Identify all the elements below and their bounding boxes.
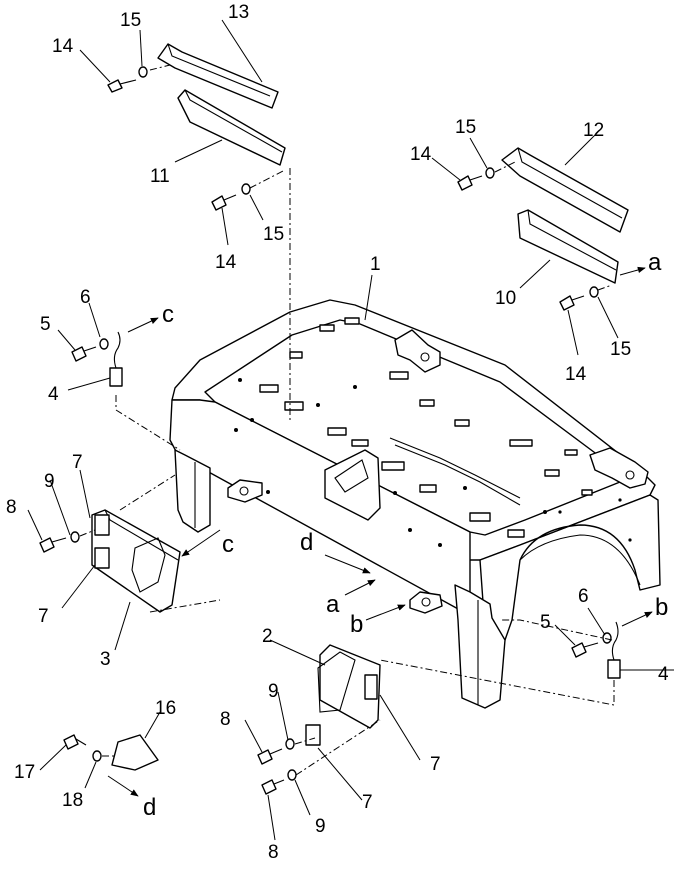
label-16: 16 [155,698,176,719]
label-6: 6 [578,586,589,607]
label-17: 17 [14,762,35,783]
ref-b: b [350,611,363,638]
cover-12 [501,147,629,284]
part-labels: 13 15 14 11 15 14 15 12 14 10 15 14 1 6 … [6,2,669,863]
label-13: 13 [228,2,249,23]
label-14: 14 [52,36,74,57]
ref-b: b [655,594,668,621]
leader-lines [27,19,674,841]
label-7: 7 [72,452,83,473]
label-9: 9 [315,816,326,837]
label-7: 7 [38,606,49,627]
ref-a: a [648,249,662,276]
label-4: 4 [48,384,59,405]
label-5: 5 [540,612,551,633]
reference-letters: c a c d a b b d [143,249,668,821]
label-11: 11 [150,166,170,187]
label-10: 10 [495,288,516,309]
label-18: 18 [62,790,83,811]
label-7: 7 [362,792,373,813]
label-3: 3 [100,649,111,670]
ref-d: d [143,794,156,821]
ref-c: c [222,531,234,558]
main-frame [169,299,661,709]
fasteners [39,66,621,795]
ref-a: a [326,591,340,618]
plate-16 [111,734,159,771]
label-5: 5 [40,314,51,335]
label-14: 14 [215,252,237,273]
label-1: 1 [370,254,381,275]
label-8: 8 [268,842,279,863]
label-9: 9 [44,471,55,492]
label-9: 9 [268,681,279,702]
plate-3 [91,509,181,613]
label-7: 7 [430,754,441,775]
label-8: 8 [220,709,231,730]
label-8: 8 [6,497,17,518]
plate-2 [305,644,381,746]
label-15: 15 [120,10,141,31]
label-15: 15 [455,117,476,138]
cover-13 [157,43,286,166]
label-6: 6 [80,287,91,308]
label-14: 14 [410,144,432,165]
label-15: 15 [263,224,284,245]
label-15: 15 [610,339,631,360]
ref-c: c [162,301,174,328]
label-2: 2 [262,626,273,647]
label-12: 12 [583,120,604,141]
assembly-lines [79,64,615,776]
label-14: 14 [565,364,587,385]
direction-arrows [107,266,653,797]
ref-d: d [300,529,313,556]
label-4: 4 [658,664,669,685]
